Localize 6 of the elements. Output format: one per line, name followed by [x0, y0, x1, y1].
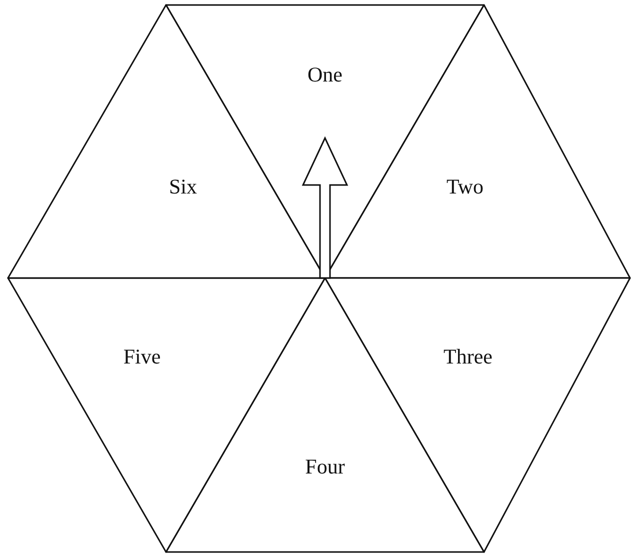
sector-label: Four — [305, 454, 345, 480]
sector-label: Six — [169, 174, 197, 200]
sector-label: One — [308, 62, 342, 88]
sector-label: Three — [444, 344, 492, 370]
sector-label: Two — [446, 174, 484, 200]
sector-label: Five — [123, 344, 161, 370]
